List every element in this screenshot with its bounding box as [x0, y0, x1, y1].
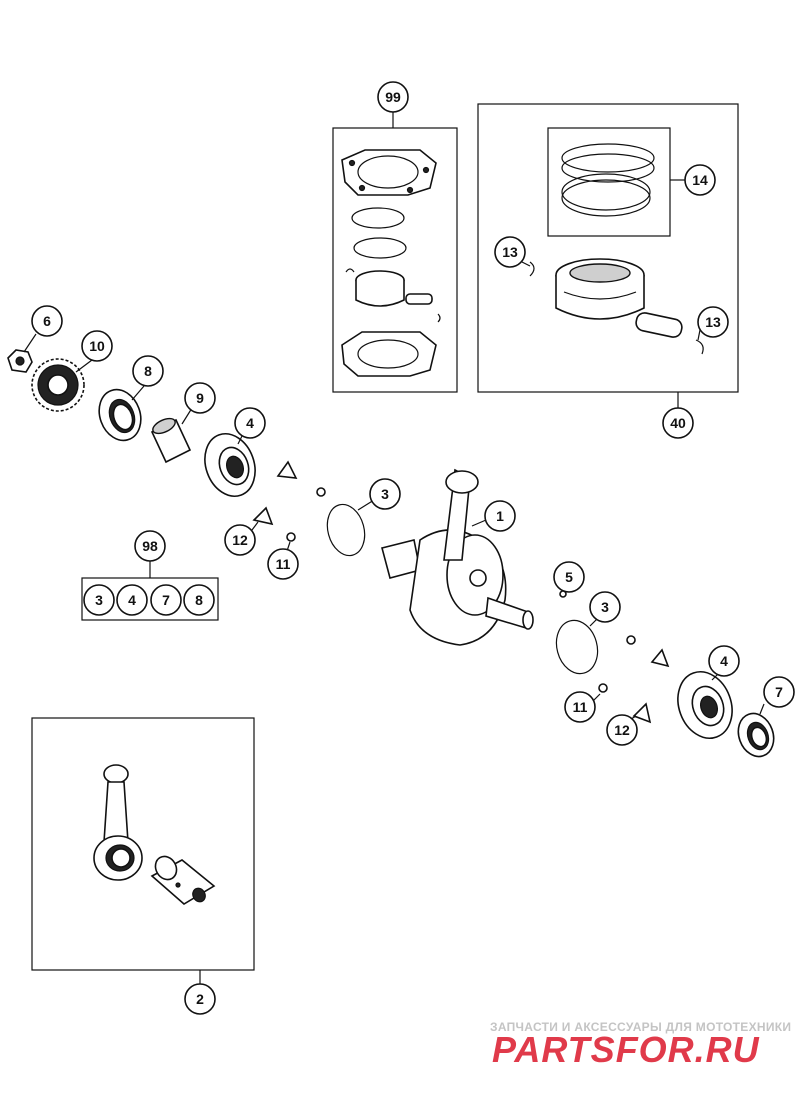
callout-4: 4 — [234, 407, 266, 439]
svg-text:98: 98 — [142, 538, 158, 554]
gasket-kit-group — [332, 112, 458, 393]
callout-40: 40 — [662, 407, 694, 439]
screw — [626, 635, 636, 645]
crankshaft — [326, 468, 534, 646]
gasket-kit-box — [332, 127, 458, 393]
svg-text:9: 9 — [196, 390, 204, 406]
bearing-right — [677, 671, 733, 739]
piston-ring — [353, 237, 407, 259]
piston-pin — [150, 855, 216, 905]
kit-98-group — [81, 560, 219, 621]
screw — [316, 487, 326, 497]
svg-text:3: 3 — [601, 599, 609, 615]
svg-text:40: 40 — [670, 415, 686, 431]
conrod-small-end — [445, 470, 479, 494]
svg-text:7: 7 — [162, 592, 170, 608]
callout-98: 98 — [134, 530, 166, 562]
conrod-kit-box — [31, 717, 255, 971]
kit-98-box — [81, 577, 219, 621]
svg-text:99: 99 — [385, 89, 401, 105]
piston-kit-box — [477, 103, 739, 393]
svg-text:4: 4 — [246, 415, 254, 431]
svg-text:4: 4 — [128, 592, 136, 608]
shim — [326, 503, 366, 557]
callout-14: 14 — [684, 164, 716, 196]
callout-8: 8 — [132, 355, 164, 387]
kit-98-item: 8 — [183, 584, 215, 616]
svg-text:14: 14 — [692, 172, 708, 188]
circlip — [695, 339, 704, 355]
ring-set-box — [547, 127, 671, 237]
callout-9: 9 — [184, 382, 216, 414]
spacer-sleeve — [150, 417, 192, 464]
lock-plate — [276, 460, 298, 479]
svg-text:13: 13 — [502, 244, 518, 260]
screw — [286, 532, 296, 542]
oil-seal-right — [737, 712, 775, 758]
svg-text:11: 11 — [276, 556, 291, 572]
lock-plate — [252, 506, 274, 526]
svg-text:8: 8 — [144, 363, 152, 379]
svg-text:13: 13 — [705, 314, 721, 330]
ring — [561, 143, 655, 173]
conrod-kit-group — [31, 717, 255, 984]
piston-large — [555, 258, 683, 338]
callout-7: 7 — [763, 676, 795, 708]
oil-seal-left — [98, 388, 142, 442]
svg-text:10: 10 — [89, 338, 105, 354]
screw — [598, 683, 608, 693]
callout-3: 3 — [369, 478, 401, 510]
callout-5: 5 — [553, 561, 585, 593]
svg-text:2: 2 — [196, 991, 204, 1007]
svg-text:12: 12 — [614, 722, 630, 738]
conrod — [93, 764, 143, 881]
kit-98-item: 3 — [83, 584, 115, 616]
svg-text:1: 1 — [496, 508, 504, 524]
nut — [7, 349, 33, 373]
callout-12: 12 — [606, 714, 638, 746]
gear — [31, 358, 85, 412]
watermark-subtitle: ЗАПЧАСТИ И АКСЕССУАРЫ ДЛЯ МОТОТЕХНИКИ — [490, 1020, 791, 1034]
lock-plate — [632, 702, 652, 724]
callout-13: 13 — [697, 306, 729, 338]
callout-12: 12 — [224, 524, 256, 556]
lock-plate — [650, 648, 670, 668]
bearing-left — [204, 433, 256, 497]
watermark-logo: PARTSFOR.RU — [492, 1029, 760, 1070]
right-shaft-parts — [555, 590, 775, 758]
svg-text:7: 7 — [775, 684, 783, 700]
svg-text:4: 4 — [720, 653, 728, 669]
callout-4: 4 — [708, 645, 740, 677]
callout-3: 3 — [589, 591, 621, 623]
base-gasket — [341, 331, 437, 377]
svg-text:3: 3 — [381, 486, 389, 502]
head-gasket — [341, 149, 437, 196]
callout-1: 1 — [484, 500, 516, 532]
piston-ring — [351, 207, 405, 229]
svg-text:5: 5 — [565, 569, 573, 585]
circlip — [529, 261, 535, 277]
shim — [555, 619, 599, 675]
svg-text:6: 6 — [43, 313, 51, 329]
kit-98-item: 7 — [150, 584, 182, 616]
callout-10: 10 — [81, 330, 113, 362]
callout-11: 11 — [564, 691, 596, 723]
left-shaft-parts — [7, 349, 326, 542]
callout-13: 13 — [494, 236, 526, 268]
piston-small — [355, 270, 433, 307]
svg-text:12: 12 — [232, 532, 248, 548]
svg-text:11: 11 — [573, 699, 588, 715]
callout-11: 11 — [267, 548, 299, 580]
callout-99: 99 — [377, 81, 409, 113]
piston-kit-group — [477, 103, 739, 408]
callout-2: 2 — [184, 983, 216, 1015]
kit-98-item: 4 — [116, 584, 148, 616]
svg-text:3: 3 — [95, 592, 103, 608]
svg-text:8: 8 — [195, 592, 203, 608]
callout-6: 6 — [31, 305, 63, 337]
